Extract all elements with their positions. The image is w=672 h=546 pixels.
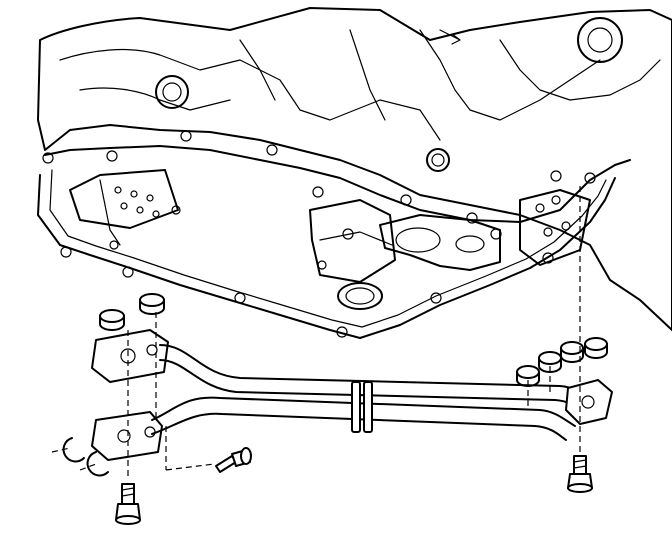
o-ring-icon — [560, 341, 584, 363]
alignment-lines — [51, 186, 581, 480]
oil-pan-gasket-flange — [37, 130, 631, 339]
clip-ring-icon — [62, 437, 109, 477]
o-ring-icon — [99, 309, 125, 331]
bolt-icon — [567, 455, 593, 493]
o-ring-icon — [139, 293, 165, 315]
bolts — [115, 447, 593, 525]
bolt-icon — [115, 483, 141, 525]
flange-bolt-holes — [42, 130, 596, 338]
transaxle-case — [37, 7, 672, 331]
cooler-line-assembly — [91, 329, 613, 461]
pan-body-features — [69, 169, 591, 310]
bolt-icon — [215, 447, 252, 473]
o-ring-icon — [584, 337, 608, 359]
seal-rings — [62, 293, 608, 477]
